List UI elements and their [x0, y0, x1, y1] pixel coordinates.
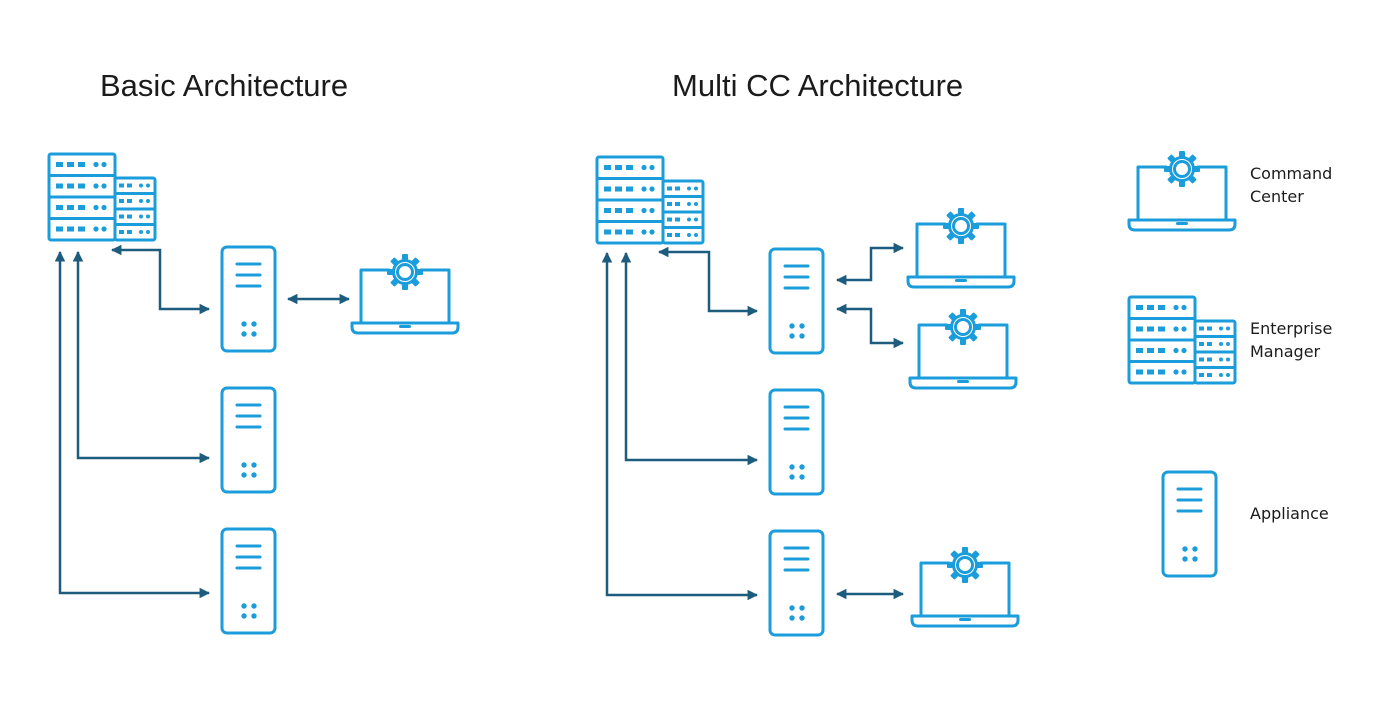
connector-arrow	[835, 242, 905, 286]
command-center-icon	[910, 545, 1020, 628]
connector-arrow	[601, 251, 759, 601]
legend-command-center-label: Command Center	[1250, 164, 1333, 206]
legend-enterprise-manager-label: Enterprise Manager	[1250, 319, 1333, 361]
basic-connectors	[54, 244, 351, 599]
connector-arrow	[110, 244, 211, 315]
enterprise-manager-icon	[595, 155, 705, 245]
appliance-icon	[220, 527, 277, 635]
appliance-icon	[220, 386, 277, 494]
connector-arrow	[657, 246, 759, 317]
command-center-icon	[350, 252, 460, 335]
enterprise-manager-icon	[47, 152, 157, 242]
basic-architecture-title: Basic Architecture	[100, 68, 349, 103]
appliance-icon	[768, 388, 825, 496]
command-center-icon	[906, 206, 1016, 289]
multi-cc-architecture-title: Multi CC Architecture	[672, 68, 964, 103]
connector-arrow	[72, 250, 211, 464]
legend-appliance-icon	[1161, 470, 1218, 578]
multi-cc-connectors	[601, 242, 905, 601]
command-center-icon	[908, 307, 1018, 390]
connector-arrow	[835, 303, 905, 349]
connector-arrow	[54, 250, 211, 599]
appliance-icon	[220, 245, 277, 353]
appliance-icon	[768, 247, 825, 355]
appliance-icon	[768, 529, 825, 637]
legend-command-center-icon	[1127, 149, 1237, 232]
legend-enterprise-manager-icon	[1127, 295, 1237, 385]
connector-arrow	[620, 251, 759, 466]
legend-appliance-label: Appliance	[1250, 504, 1329, 523]
